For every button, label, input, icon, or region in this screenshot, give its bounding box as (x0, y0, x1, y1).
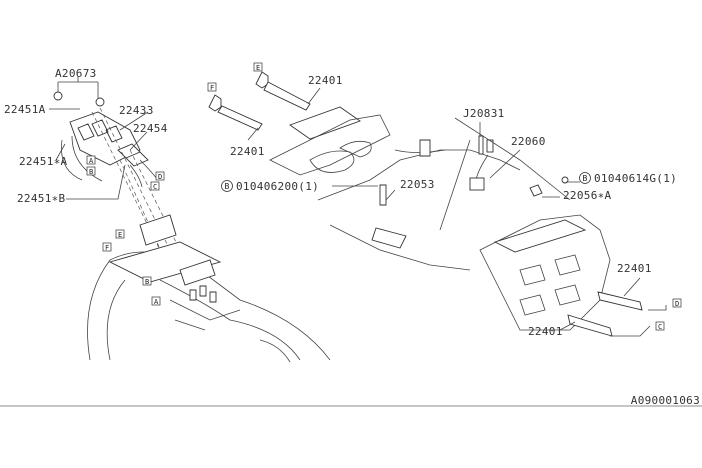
label-01040614g: 01040614G(1) (594, 172, 677, 185)
connector-box-b-mid: B (142, 276, 152, 286)
label-22060: 22060 (511, 135, 546, 148)
connector-box-d-right: D (672, 298, 682, 308)
svg-text:A: A (89, 157, 94, 165)
label-22451-star-a: 22451∗A (19, 155, 68, 168)
label-22454: 22454 (133, 122, 168, 135)
label-22401-right: 22401 (617, 262, 652, 275)
label-a20673: A20673 (55, 67, 97, 80)
svg-text:C: C (153, 183, 157, 191)
sensors-drawing (454, 117, 571, 201)
diagram-code: A090001063 (631, 394, 700, 407)
svg-text:B: B (89, 168, 93, 176)
engine-left-drawing (87, 214, 331, 363)
connector-box-e-mid: E (115, 229, 125, 239)
svg-text:A: A (154, 298, 159, 306)
connector-box-c-right: C (655, 321, 665, 331)
label-22401-left: 22401 (230, 145, 265, 158)
plug-cords-top-drawing (208, 71, 321, 141)
connector-box-d: D (155, 171, 165, 181)
bolt-marker-left (221, 180, 233, 192)
label-22401-bottom: 22401 (528, 325, 563, 338)
label-22433: 22433 (119, 104, 154, 117)
svg-text:D: D (158, 173, 162, 181)
label-22053: 22053 (400, 178, 435, 191)
connector-box-b: B (86, 166, 96, 176)
intake-manifold-drawing (269, 106, 521, 271)
engine-right-drawing (479, 214, 667, 337)
label-22451a: 22451A (4, 103, 46, 116)
svg-text:E: E (256, 64, 260, 72)
label-010406200: 010406200(1) (236, 180, 319, 193)
label-22401-top: 22401 (308, 74, 343, 87)
svg-text:B: B (145, 278, 149, 286)
connector-box-f-top: F (207, 82, 217, 92)
svg-text:D: D (675, 300, 679, 308)
leader-lines (49, 108, 580, 201)
connector-box-a: A (86, 155, 96, 165)
label-j20831: J20831 (463, 107, 505, 120)
connector-markers: A B D C E F E F B A D C (86, 62, 682, 331)
connector-box-e-top: E (253, 62, 263, 72)
label-22056-star-a: 22056∗A (563, 189, 612, 202)
ignition-coil-drawing (53, 76, 181, 261)
bolt-marker-right (579, 172, 591, 184)
label-22451-star-b: 22451∗B (17, 192, 66, 205)
connector-box-c: C (150, 181, 160, 191)
svg-text:B: B (225, 182, 230, 191)
svg-text:F: F (210, 84, 214, 92)
connector-box-f-mid: F (102, 242, 112, 252)
svg-text:E: E (118, 231, 122, 239)
svg-text:F: F (105, 244, 109, 252)
svg-text:B: B (583, 174, 588, 183)
svg-text:C: C (658, 323, 662, 331)
connector-box-a-mid: A (151, 296, 161, 306)
